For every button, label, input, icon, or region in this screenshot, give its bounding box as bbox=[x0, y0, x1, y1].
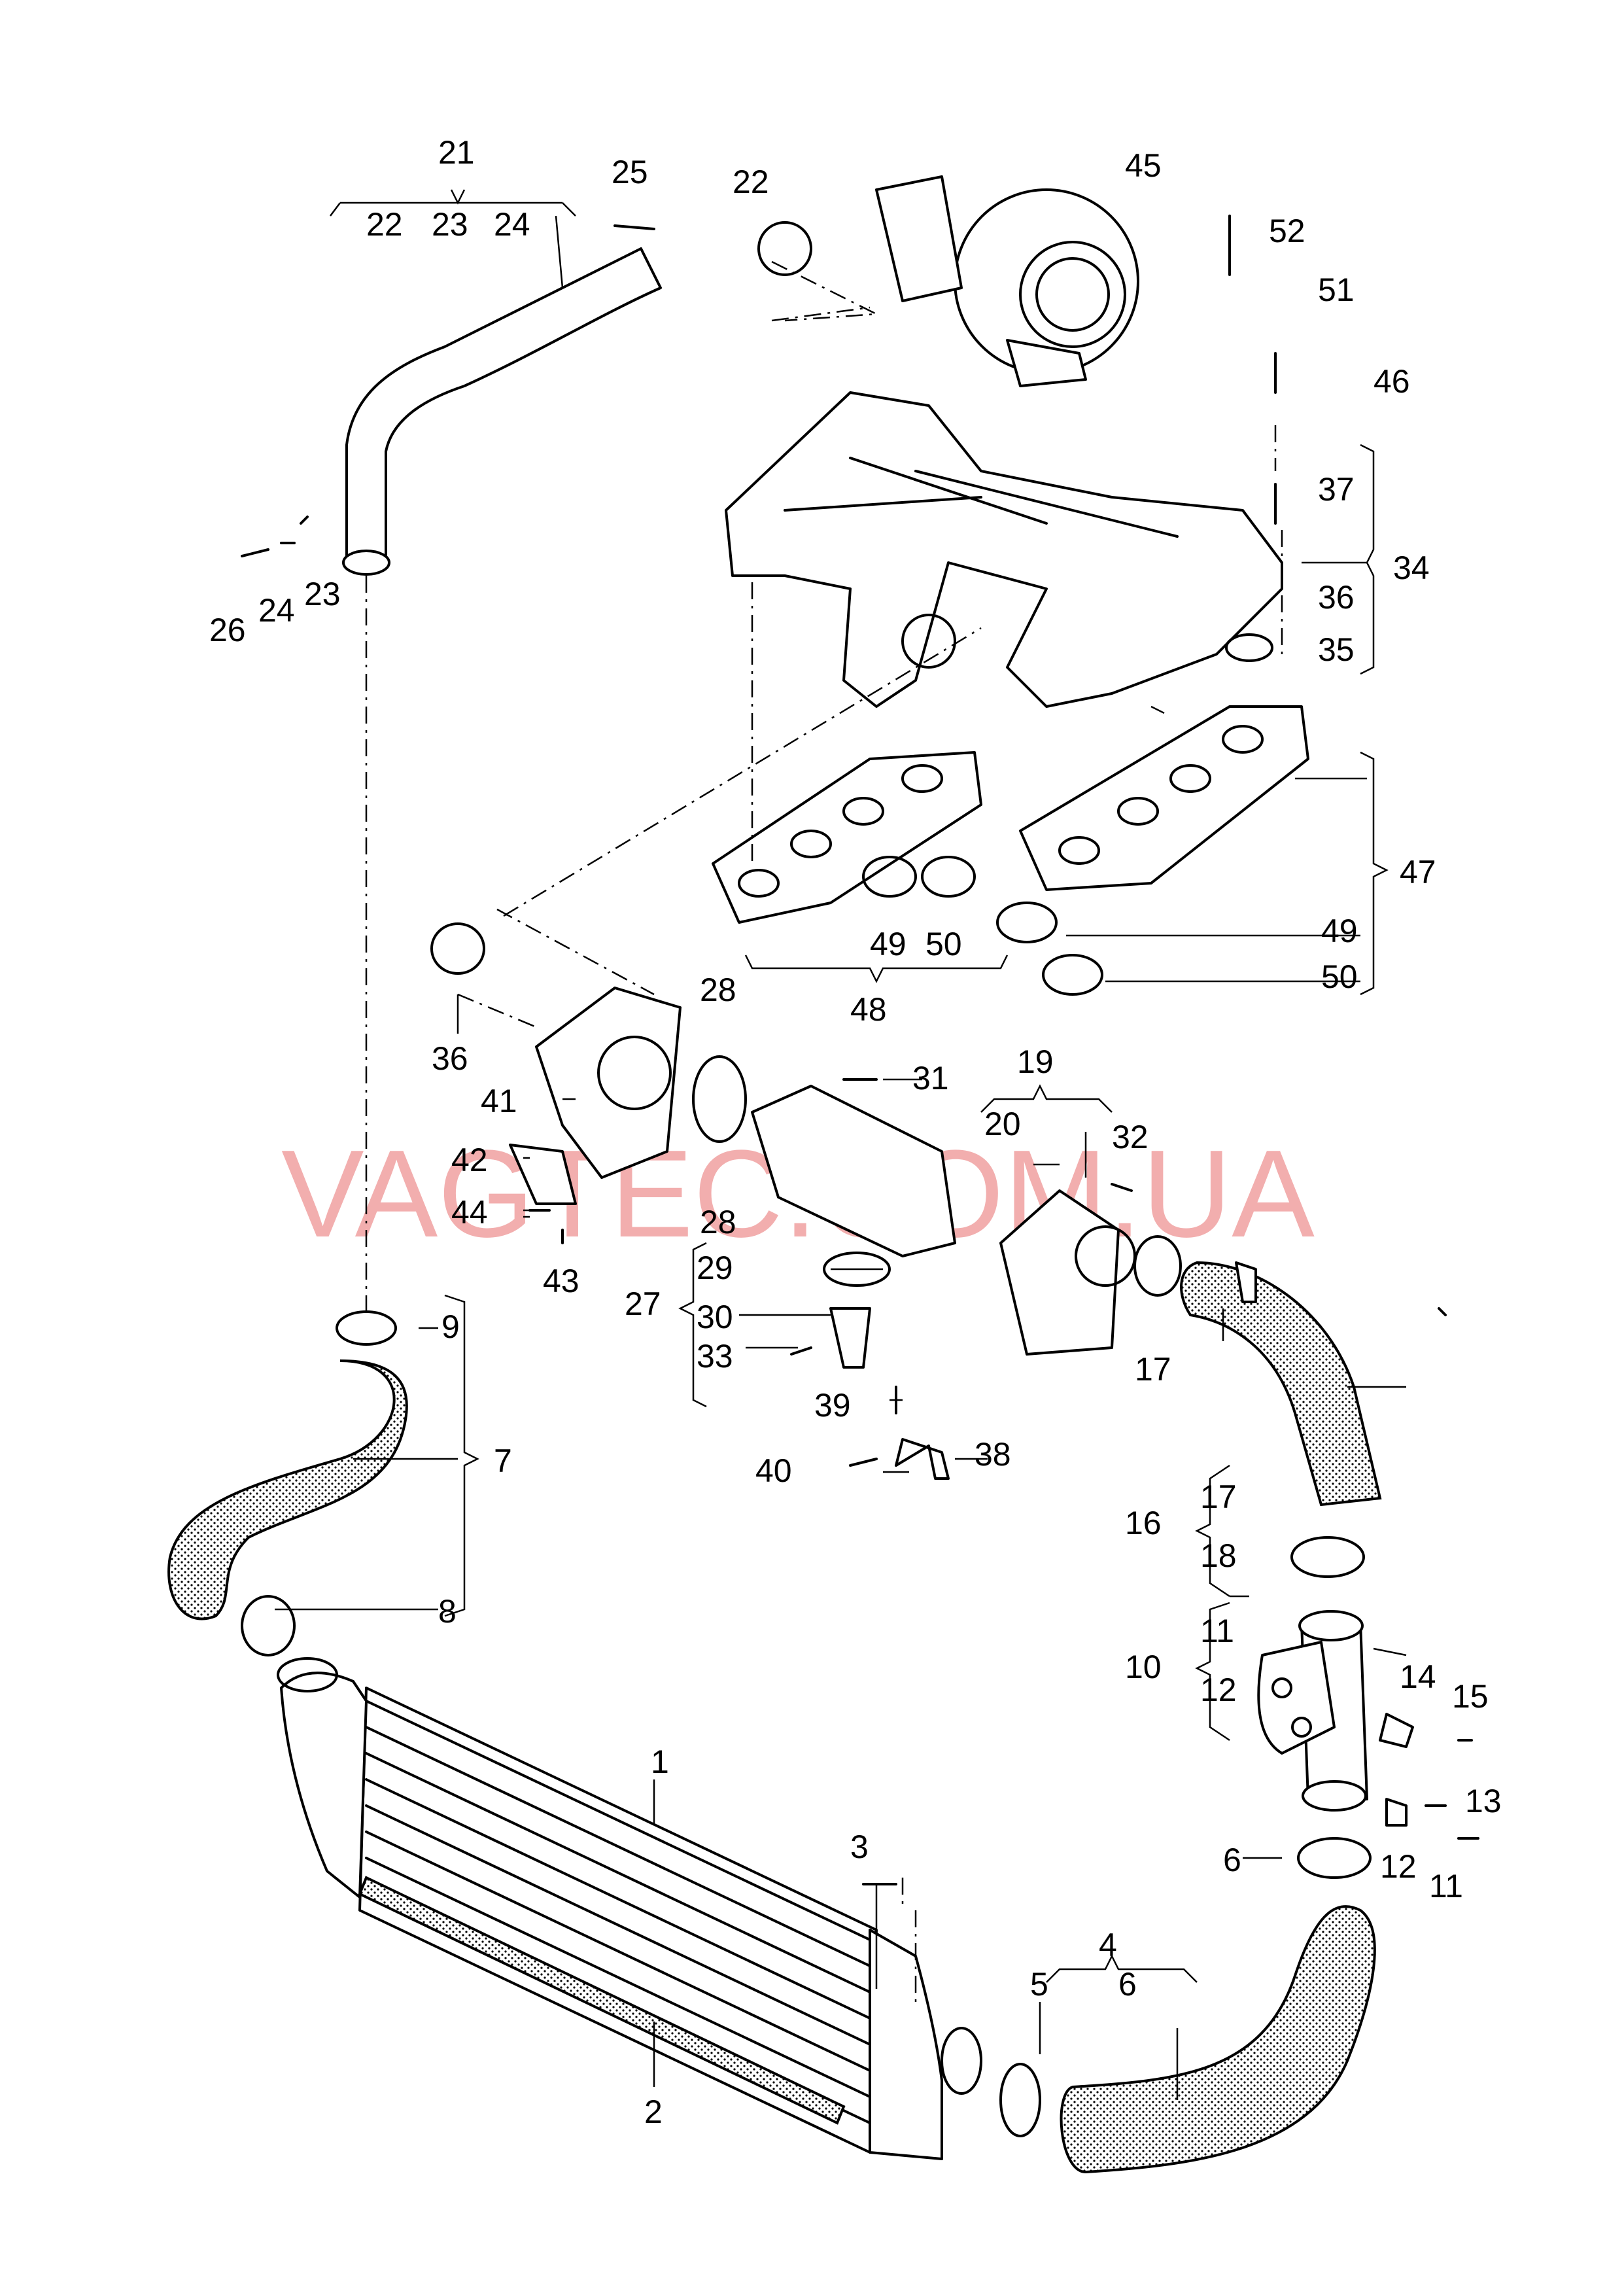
callout-11-upper: 11 bbox=[1200, 1613, 1234, 1649]
callout-11-lower: 11 bbox=[1429, 1868, 1463, 1904]
bolt-icon bbox=[241, 215, 1479, 1885]
callout-25: 25 bbox=[612, 154, 648, 190]
callout-21: 21 bbox=[438, 134, 475, 171]
callout-12-lower: 12 bbox=[1380, 1848, 1417, 1885]
hose-4 bbox=[1060, 1905, 1376, 2174]
callout-41: 41 bbox=[481, 1083, 517, 1119]
callout-20: 20 bbox=[984, 1106, 1021, 1142]
callout-6-lower: 6 bbox=[1223, 1842, 1241, 1878]
callout-34: 34 bbox=[1393, 550, 1430, 586]
callout-31: 31 bbox=[912, 1060, 949, 1096]
callout-12-upper: 12 bbox=[1200, 1672, 1237, 1708]
callout-9: 9 bbox=[441, 1308, 460, 1345]
callout-38: 38 bbox=[975, 1436, 1011, 1473]
callout-labels: 1 2 3 4 5 6 6 7 8 9 10 11 11 12 12 13 14… bbox=[209, 134, 1502, 2130]
callout-1: 1 bbox=[651, 1743, 669, 1780]
callout-40: 40 bbox=[755, 1452, 792, 1489]
charge-air-pipe bbox=[345, 247, 662, 564]
callout-5: 5 bbox=[1030, 1966, 1048, 2003]
callout-39: 39 bbox=[814, 1387, 851, 1424]
sealing-strip bbox=[358, 1876, 846, 2125]
callout-14: 14 bbox=[1400, 1658, 1436, 1695]
callout-33: 33 bbox=[697, 1338, 733, 1375]
callout-36-lower: 36 bbox=[432, 1040, 468, 1077]
callout-37: 37 bbox=[1318, 471, 1355, 508]
callout-3: 3 bbox=[850, 1829, 869, 1865]
callout-4: 4 bbox=[1099, 1927, 1117, 1963]
callout-13: 13 bbox=[1465, 1783, 1502, 1819]
callout-19: 19 bbox=[1017, 1043, 1054, 1080]
callout-17-lower: 17 bbox=[1135, 1351, 1171, 1388]
callout-49-left: 49 bbox=[870, 926, 907, 962]
charge-air-cooler-icon bbox=[277, 1657, 982, 2160]
hose-16 bbox=[1180, 1261, 1382, 1507]
callout-52: 52 bbox=[1269, 213, 1305, 249]
callout-2: 2 bbox=[644, 2094, 663, 2130]
callout-8: 8 bbox=[438, 1593, 457, 1630]
o-ring-icon bbox=[430, 221, 1273, 1287]
manifold-gasket-icon bbox=[712, 705, 1309, 924]
leader-lines bbox=[275, 189, 1407, 2100]
callout-43: 43 bbox=[543, 1263, 579, 1299]
connecting-pipe-icon bbox=[1257, 1610, 1368, 1812]
callout-49-right: 49 bbox=[1321, 913, 1358, 949]
callout-16: 16 bbox=[1125, 1505, 1162, 1541]
callout-50-left: 50 bbox=[925, 926, 962, 962]
callout-26: 26 bbox=[209, 612, 246, 648]
callout-35: 35 bbox=[1318, 631, 1355, 668]
callout-29: 29 bbox=[697, 1250, 733, 1286]
callout-36-upper: 36 bbox=[1318, 579, 1355, 616]
callout-10: 10 bbox=[1125, 1649, 1162, 1685]
hose-7 bbox=[167, 1359, 408, 1621]
callout-15: 15 bbox=[1452, 1678, 1489, 1715]
callout-45: 45 bbox=[1125, 147, 1162, 184]
callout-42: 42 bbox=[451, 1142, 488, 1178]
callout-28-lower: 28 bbox=[700, 1204, 736, 1240]
callout-22-ring: 22 bbox=[733, 164, 769, 200]
callout-17-upper: 17 bbox=[1200, 1479, 1237, 1515]
callout-30: 30 bbox=[697, 1299, 733, 1335]
callout-18: 18 bbox=[1200, 1537, 1237, 1574]
callout-24-bolt: 24 bbox=[258, 592, 295, 629]
throttle-valve-icon bbox=[535, 987, 1136, 1356]
assembly-line bbox=[365, 260, 1283, 2002]
callout-28-upper: 28 bbox=[700, 972, 736, 1008]
callout-7: 7 bbox=[494, 1443, 512, 1479]
callout-6-upper: 6 bbox=[1118, 1966, 1137, 2003]
callout-46: 46 bbox=[1373, 363, 1410, 400]
turbocharger-icon bbox=[875, 175, 1139, 387]
intake-manifold-icon bbox=[725, 391, 1283, 708]
callout-27: 27 bbox=[625, 1286, 661, 1322]
callout-47: 47 bbox=[1400, 854, 1436, 890]
callout-44: 44 bbox=[451, 1194, 488, 1231]
callout-22-group: 22 bbox=[366, 206, 403, 243]
callout-32: 32 bbox=[1112, 1119, 1149, 1155]
bracket-icon bbox=[509, 1144, 1414, 1827]
callout-23-bolt: 23 bbox=[304, 576, 341, 612]
callout-51: 51 bbox=[1318, 272, 1355, 308]
callout-48: 48 bbox=[850, 991, 887, 1028]
callout-23-group: 23 bbox=[432, 206, 468, 243]
callout-50-right: 50 bbox=[1321, 958, 1358, 995]
callout-24-group: 24 bbox=[494, 206, 530, 243]
